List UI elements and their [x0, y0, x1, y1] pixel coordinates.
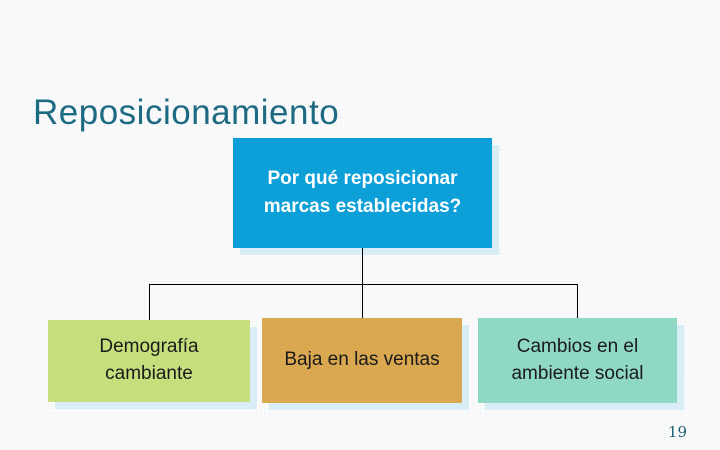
connector-root-drop	[362, 248, 363, 318]
diagram-child-box-demografia: Demografía cambiante	[48, 320, 250, 402]
diagram-child-box-ventas: Baja en las ventas	[262, 318, 462, 403]
page-number: 19	[668, 423, 688, 441]
diagram-child-label: Cambios en el ambiente social	[511, 335, 644, 384]
connector-horizontal	[149, 284, 578, 285]
diagram-child-box-ambiente: Cambios en el ambiente social	[478, 318, 677, 403]
slide-title: Reposicionamiento	[33, 93, 340, 133]
diagram-root-label: Por qué reposicionar marcas establecidas…	[263, 168, 462, 217]
diagram-child-label: Baja en las ventas	[284, 349, 440, 371]
diagram-child-label: Demografía cambiante	[99, 336, 199, 384]
diagram-root-box: Por qué reposicionar marcas establecidas…	[233, 138, 492, 248]
connector-right-drop	[577, 284, 578, 318]
connector-left-drop	[149, 284, 150, 320]
